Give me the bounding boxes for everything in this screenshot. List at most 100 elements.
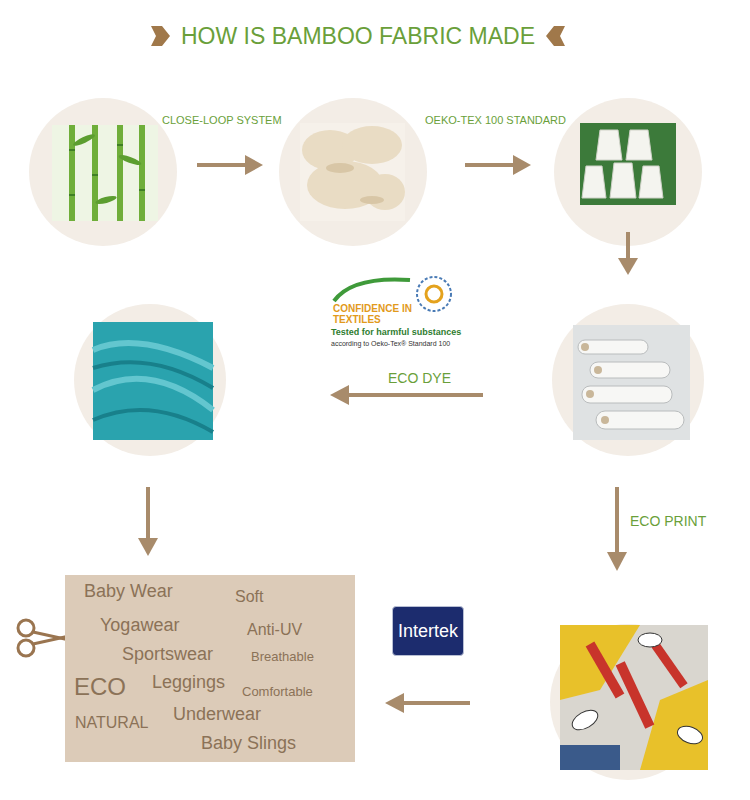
fold — [93, 379, 213, 410]
leaf — [95, 194, 118, 205]
shadow — [360, 196, 384, 204]
arrow-shaft — [146, 487, 150, 539]
step-circle — [29, 98, 177, 246]
stalk-node — [92, 174, 98, 176]
print-shape — [569, 706, 601, 734]
arrow-head — [138, 538, 158, 556]
core — [601, 416, 609, 424]
shadow — [93, 410, 213, 432]
scissors-ring — [18, 640, 34, 656]
arrow-head — [385, 693, 404, 713]
print-shape — [638, 633, 662, 647]
stalk — [69, 125, 75, 221]
logo-text: Intertek — [398, 620, 458, 642]
shadow — [93, 362, 213, 388]
roll — [596, 411, 684, 429]
arrow-head — [513, 155, 531, 175]
step-circle — [552, 304, 704, 456]
flow-arrow — [330, 385, 483, 405]
emblem-flower — [417, 277, 451, 311]
fabric — [93, 322, 213, 440]
picture-ground — [52, 125, 158, 221]
title-arrow-left — [546, 26, 565, 46]
title-arrow-right — [151, 26, 170, 46]
emblem-centre — [426, 286, 442, 302]
arrow-head — [618, 258, 638, 275]
certifier-logo: Intertek — [392, 606, 464, 656]
arrow-shaft — [347, 393, 483, 397]
circles — [29, 98, 706, 780]
fabric-shadows — [93, 362, 213, 432]
print-blue — [560, 745, 620, 770]
product-box: Baby WearSoftYogawearAnti-UVSportswearBr… — [65, 575, 355, 762]
flow-arrow — [138, 487, 158, 556]
step-circle — [279, 98, 427, 246]
fibre-shadows — [326, 163, 384, 204]
product-word: Anti-UV — [247, 620, 302, 639]
core — [594, 366, 602, 374]
arrow-head — [607, 552, 627, 571]
bamboo-nodes — [69, 145, 145, 195]
arrow-shaft — [615, 487, 619, 553]
arrow-head — [330, 385, 349, 405]
cone — [639, 166, 663, 198]
flow-arrow — [385, 693, 470, 713]
bamboo-picture — [52, 125, 158, 221]
step-label: OEKO-TEX 100 STANDARD — [425, 114, 566, 127]
stalk-node — [117, 144, 123, 146]
printed-fabric-picture — [560, 625, 708, 770]
product-word: NATURAL — [75, 713, 149, 732]
print-shape — [616, 661, 655, 729]
logo-text: according to Oeko-Tex® Standard 100 — [331, 340, 450, 348]
product-word: Sportswear — [122, 643, 213, 665]
step-label: CLOSE-LOOP SYSTEM — [162, 114, 282, 127]
step-circle — [74, 304, 226, 456]
arrow-shaft — [465, 163, 515, 167]
product-word: Yogawear — [100, 614, 179, 636]
product-word: Leggings — [152, 671, 225, 693]
product-word: Comfortable — [242, 684, 313, 700]
bamboo-stalks — [72, 125, 142, 221]
scissors-ring — [18, 620, 34, 636]
picture-ground — [300, 123, 405, 221]
leaf — [118, 153, 143, 167]
core — [586, 390, 594, 398]
stalk-node — [69, 149, 75, 151]
logo-heading: CONFIDENCE IN TEXTILES — [333, 303, 415, 325]
emblem-arc — [334, 279, 410, 301]
flow-arrow — [618, 232, 638, 275]
stalk — [117, 125, 123, 221]
arrow-shaft — [402, 701, 470, 705]
roll-cores — [581, 343, 609, 424]
cone — [610, 163, 636, 198]
stalk — [92, 125, 98, 221]
fabric — [560, 625, 708, 770]
product-word: Baby Slings — [201, 732, 296, 754]
print-shape — [652, 642, 688, 688]
yarn-picture — [580, 123, 676, 205]
tuft — [342, 126, 402, 164]
fibre-picture — [300, 123, 405, 221]
roll — [578, 340, 648, 354]
logo-text: Tested for harmful substances — [331, 327, 461, 338]
diagram-title: HOW IS BAMBOO FABRIC MADE — [172, 22, 544, 50]
yarn-cones — [582, 130, 663, 198]
roll — [590, 362, 670, 378]
fabric-rolls — [578, 340, 684, 429]
print-shape — [675, 723, 705, 747]
print-red — [586, 642, 688, 729]
picture-ground — [573, 325, 690, 440]
flow-arrow — [607, 487, 627, 571]
core — [581, 343, 589, 351]
flow-arrow — [465, 155, 531, 175]
print-white — [569, 633, 705, 747]
stalk-node — [139, 189, 145, 191]
rolls-picture — [573, 325, 690, 440]
fibre-tufts — [302, 126, 405, 210]
product-word: Underwear — [173, 703, 261, 725]
stalk — [139, 125, 145, 221]
cone — [596, 130, 622, 160]
step-label: ECO PRINT — [630, 513, 706, 530]
arrow-shaft — [197, 163, 247, 167]
